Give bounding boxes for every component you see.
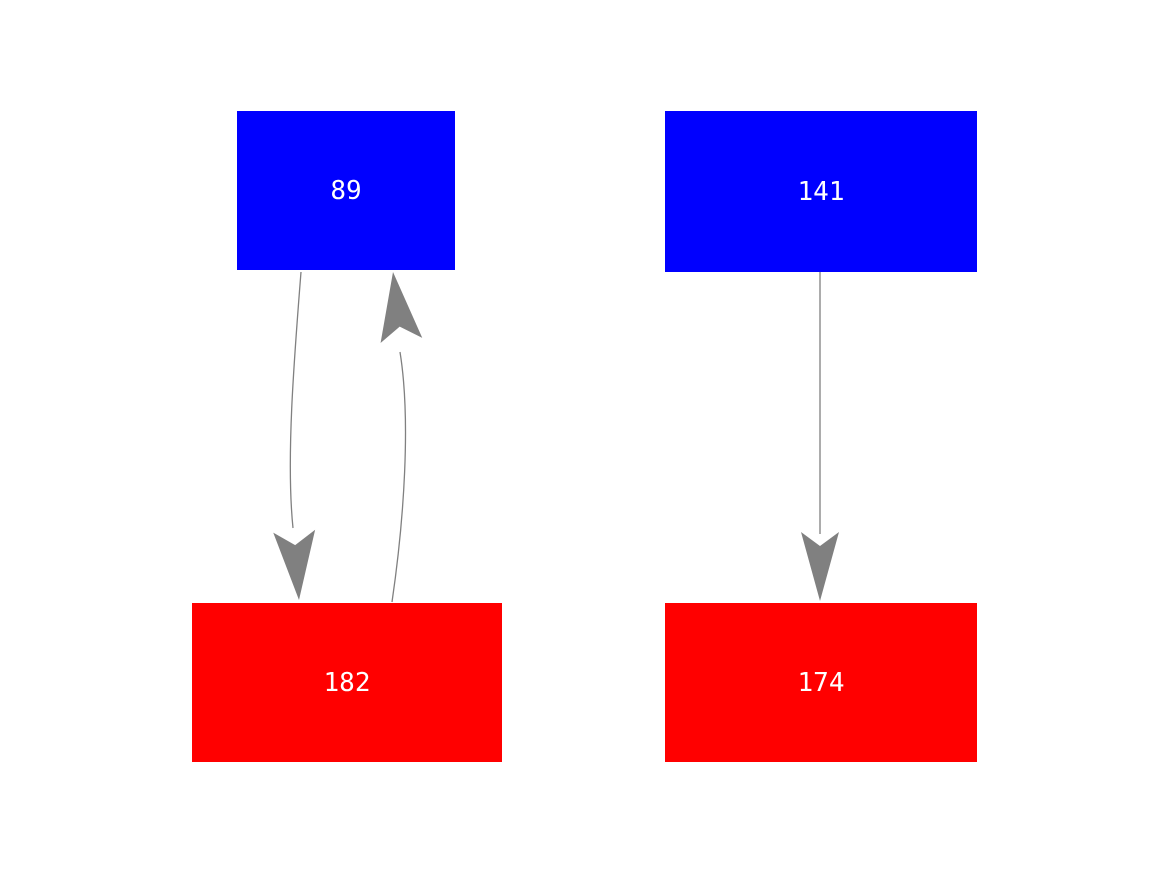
edge-line-182-89 [391,351,407,603]
arrowhead-141-174 [801,532,839,601]
node-141-box [665,111,977,272]
node-174-box [665,603,977,762]
node-182-label: 182 [324,668,371,698]
node-174: 174 [665,603,977,762]
node-89: 89 [237,111,455,270]
node-89-box [237,111,455,270]
node-141-label: 141 [798,177,845,207]
node-174-label: 174 [798,668,845,698]
node-141: 141 [665,111,977,272]
arrowhead-182-89 [380,272,423,344]
node-89-label: 89 [330,176,361,206]
edge-line-89-182 [289,271,302,529]
arrowhead-89-182 [273,529,316,600]
node-182-box [192,603,502,762]
node-182: 182 [192,603,502,762]
